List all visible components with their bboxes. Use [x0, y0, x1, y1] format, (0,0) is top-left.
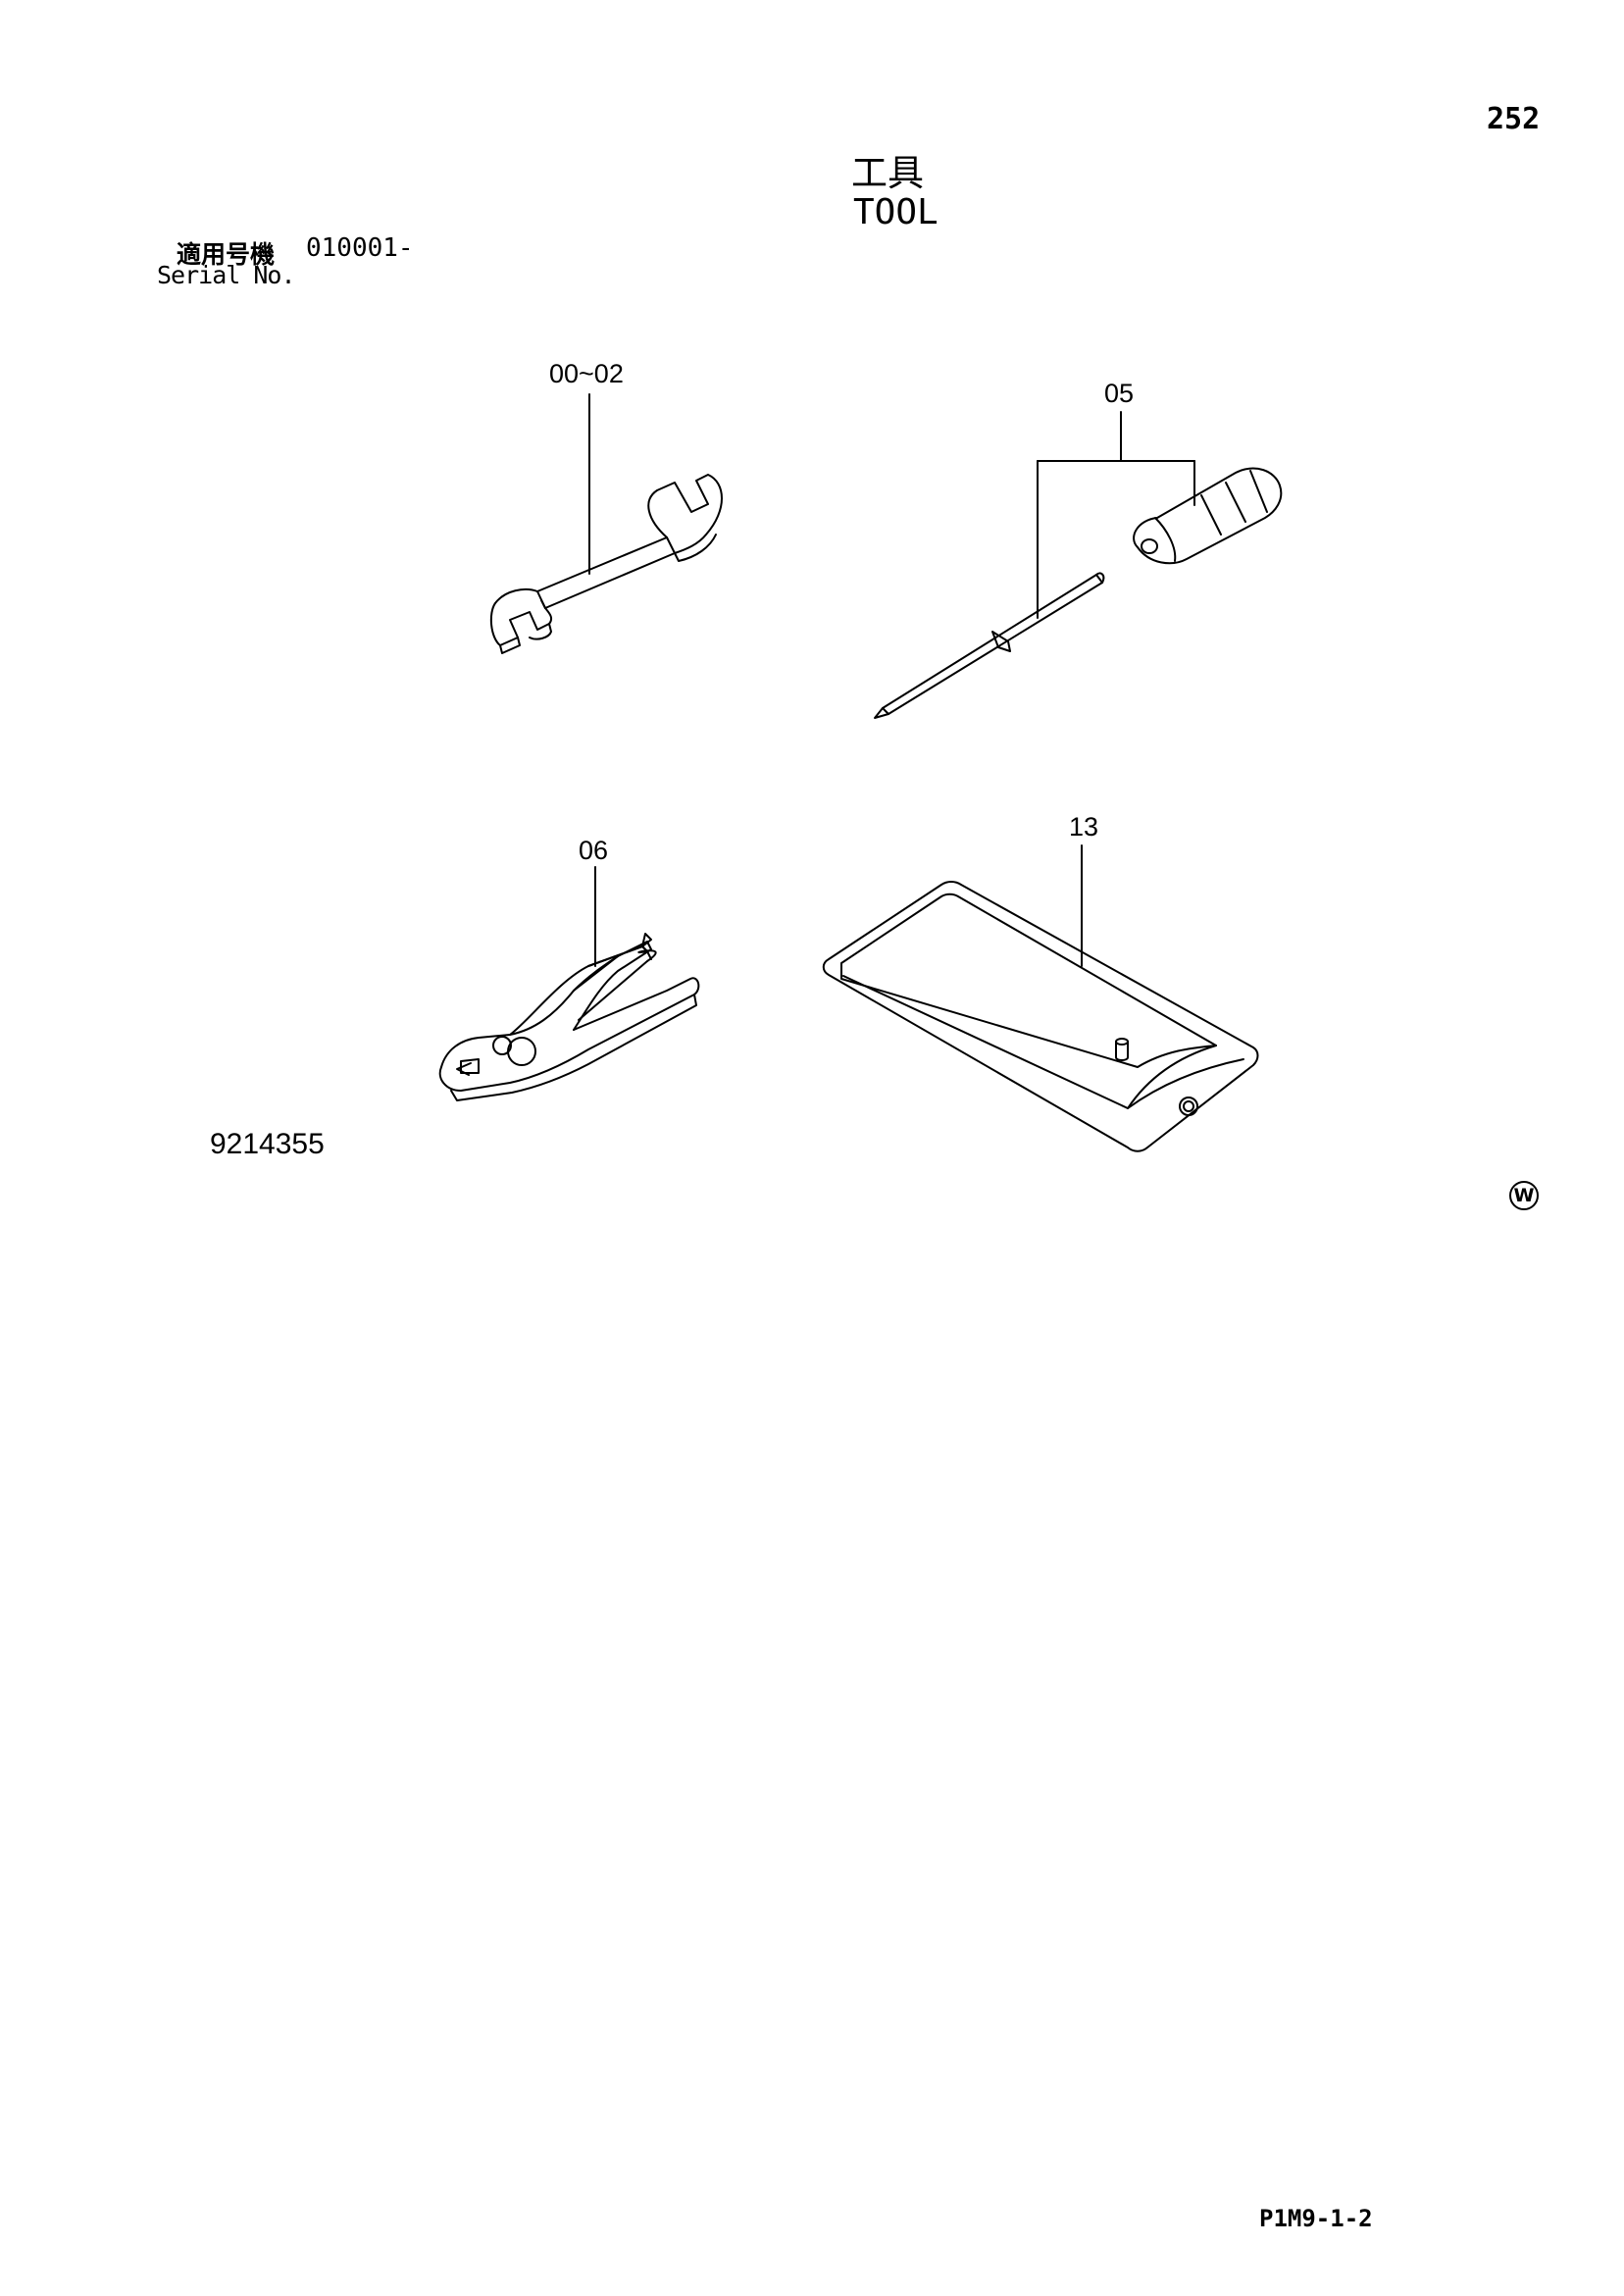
callout-tool-case: 13 — [1069, 812, 1099, 842]
document-code: P1M9-1-2 — [1259, 2205, 1373, 2232]
screwdriver-icon — [875, 469, 1281, 718]
leader-lines — [589, 394, 1194, 966]
page-title-jp: 工具 — [851, 152, 924, 194]
wrench-icon — [491, 475, 722, 653]
callout-wrench: 00~02 — [549, 359, 624, 388]
callout-screwdriver: 05 — [1104, 379, 1135, 408]
serial-label-en: Serial No. — [157, 261, 296, 289]
figure-number: 9214355 — [210, 1128, 325, 1160]
pliers-icon — [440, 934, 699, 1100]
w-mark-icon: W — [1509, 1181, 1539, 1210]
callout-pliers: 06 — [579, 836, 609, 865]
page-number: 252 — [1487, 102, 1541, 136]
serial-value: 010001- — [306, 233, 414, 263]
serial-label-jp: 適用号機 — [177, 240, 276, 269]
page-title-en: TOOL — [853, 192, 939, 232]
tool-case-icon — [824, 882, 1258, 1151]
